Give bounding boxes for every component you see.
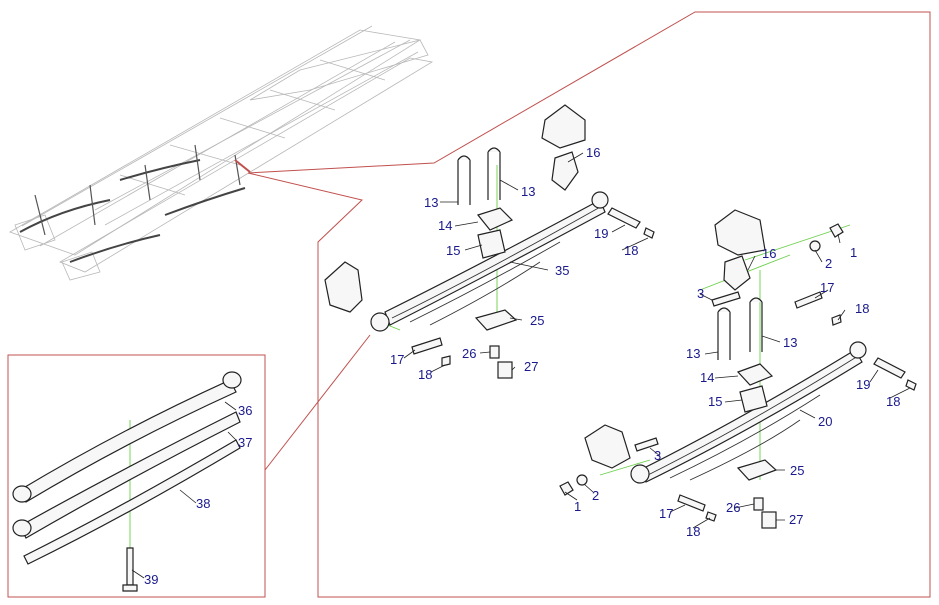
lower-plate-25b	[736, 459, 778, 481]
spring-assembly-20	[559, 209, 917, 529]
center-bolt-39-head	[122, 584, 138, 592]
washer-2-lower	[576, 474, 588, 486]
spring-eye-front-20	[630, 464, 650, 484]
spacer-block-15	[477, 229, 506, 259]
front-hanger-bracket	[324, 261, 363, 313]
callout-3: 3	[654, 448, 661, 463]
leaf-36	[19, 379, 237, 503]
callout-1: 1	[574, 499, 581, 514]
callout-27: 27	[524, 359, 538, 374]
pin-19	[607, 207, 641, 229]
callout-26: 26	[726, 500, 740, 515]
callout-25: 25	[530, 313, 544, 328]
leaf-36-eye	[222, 371, 242, 389]
center-bolt-39	[126, 547, 134, 586]
callout-13: 13	[686, 346, 700, 361]
shackle-bracket-20	[714, 209, 766, 256]
callout-17: 17	[659, 506, 673, 521]
leader-lines	[131, 152, 911, 579]
callout-14: 14	[438, 218, 452, 233]
detail-frame-leaf	[7, 354, 266, 598]
callout-18: 18	[886, 394, 900, 409]
callout-35: 35	[555, 263, 569, 278]
callout-19: 19	[856, 377, 870, 392]
front-hanger-bracket-20	[584, 424, 631, 469]
callout-36: 36	[238, 403, 252, 418]
pin-26	[489, 345, 500, 359]
bolt-18-lower	[441, 355, 451, 367]
bolt-3-lower	[634, 437, 659, 452]
spacer-block-15b	[739, 385, 768, 413]
bolt-18-right	[905, 379, 917, 391]
pin-17-lower	[677, 494, 706, 512]
detail-frame-main	[247, 11, 931, 598]
pin-26b	[753, 497, 764, 511]
u-bolt-13b-left	[717, 307, 731, 360]
spring-pad-14	[476, 207, 514, 231]
shackle-16	[551, 151, 579, 191]
callout-3: 3	[697, 286, 704, 301]
spring-eye-front	[370, 312, 390, 332]
spring-assembly-35	[324, 104, 655, 379]
nut-1-upper	[829, 223, 844, 238]
spring-pad-14b	[736, 363, 774, 386]
callout-labels: 13 13 14 15 16 19 18 35 25 26 27 17 18 1…	[144, 145, 900, 587]
u-bolt-13-right	[487, 147, 501, 200]
callout-25: 25	[790, 463, 804, 478]
callout-15: 15	[708, 394, 722, 409]
callout-1: 1	[850, 245, 857, 260]
shackle-bracket	[541, 104, 586, 149]
callout-17: 17	[820, 280, 834, 295]
chassis-springs	[19, 144, 251, 263]
callout-18: 18	[686, 524, 700, 539]
leaf-37-eye	[12, 519, 32, 537]
leaf-spring-20	[639, 349, 863, 483]
callout-2: 2	[592, 488, 599, 503]
leaf-37	[19, 411, 241, 539]
callout-27: 27	[789, 512, 803, 527]
leaf-38	[23, 439, 241, 565]
pin-19b	[873, 357, 906, 379]
u-bolt-13-left	[457, 155, 471, 205]
leaf-36-eye-front	[12, 485, 32, 503]
pin-17	[411, 337, 443, 355]
washer-2-upper	[809, 240, 821, 252]
callout-13: 13	[521, 184, 535, 199]
spring-eye-rear	[591, 191, 609, 209]
callout-13: 13	[424, 195, 438, 210]
callout-16: 16	[586, 145, 600, 160]
shackle-16b	[723, 255, 751, 291]
lower-plate-25	[474, 309, 518, 331]
callout-37: 37	[238, 435, 252, 450]
u-bolt-13b-right	[749, 297, 763, 352]
callout-14: 14	[700, 370, 714, 385]
bushing-27b	[761, 511, 777, 529]
callout-2: 2	[825, 256, 832, 271]
bushing-27	[497, 361, 513, 379]
bolt-18-upper	[831, 314, 842, 326]
callout-17: 17	[390, 352, 404, 367]
callout-18: 18	[418, 367, 432, 382]
callout-38: 38	[196, 496, 210, 511]
callout-18: 18	[624, 243, 638, 258]
callout-18: 18	[855, 301, 869, 316]
callout-13: 13	[783, 335, 797, 350]
spring-eye-rear-20	[849, 341, 867, 359]
pin-17-upper	[794, 291, 823, 309]
callout-20: 20	[818, 414, 832, 429]
callout-19: 19	[594, 226, 608, 241]
callout-16: 16	[762, 246, 776, 261]
bolt-3-upper	[711, 291, 741, 307]
callout-26: 26	[462, 346, 476, 361]
chassis-overview	[9, 25, 434, 281]
nut-1-lower	[559, 481, 574, 496]
callout-39: 39	[144, 572, 158, 587]
bolt-18	[643, 227, 655, 239]
callout-15: 15	[446, 243, 460, 258]
detail-frame-connector	[264, 334, 371, 471]
leaf-detail	[12, 371, 242, 592]
